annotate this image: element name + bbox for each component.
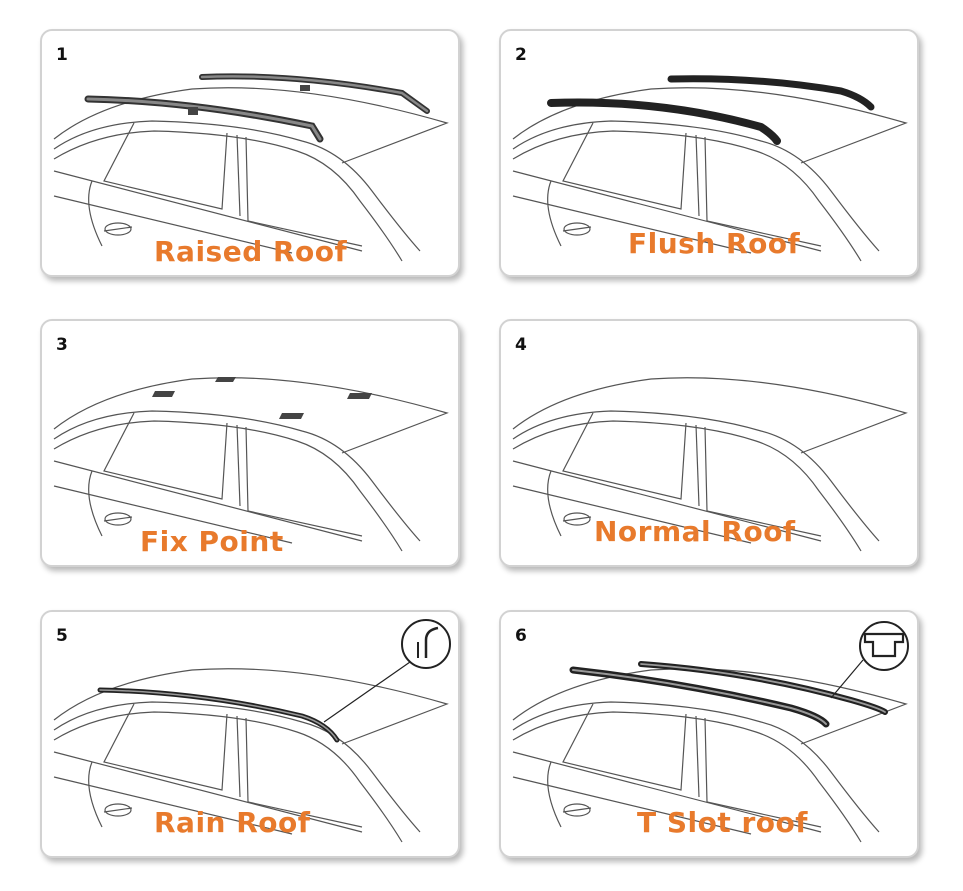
- rain-profile-icon: [401, 619, 451, 669]
- panel-label: Rain Roof: [154, 806, 311, 839]
- flush-roof-rail-illustration: [512, 75, 907, 262]
- panel-number: 3: [56, 335, 68, 355]
- t-slot-profile-icon: [859, 621, 909, 671]
- panel-label: Raised Roof: [154, 235, 348, 268]
- rain-gutter-roof-illustration: [53, 619, 451, 843]
- panel-t-slot-roof: 6 T Slot roof: [499, 610, 919, 858]
- panel-fix-point: 3 Fix Point: [40, 319, 460, 567]
- panel-number: 4: [515, 335, 527, 355]
- panel-number: 1: [56, 45, 68, 65]
- panel-label: Fix Point: [140, 525, 284, 558]
- panel-number: 5: [56, 626, 68, 646]
- panel-number: 6: [515, 626, 527, 646]
- fix-point-roof-illustration: [53, 377, 448, 552]
- panel-normal-roof: 4 Normal Roof: [499, 319, 919, 567]
- panel-flush-roof: 2 Flush Roof: [499, 29, 919, 277]
- panel-rain-roof: 5 Rain Roof: [40, 610, 460, 858]
- t-slot-roof-illustration: [512, 621, 909, 843]
- panel-label: T Slot roof: [637, 806, 808, 839]
- panel-label: Flush Roof: [628, 227, 801, 260]
- panel-label: Normal Roof: [594, 515, 796, 548]
- panel-raised-roof: 1 Raised Roof: [40, 29, 460, 277]
- raised-roof-rail-illustration: [53, 73, 448, 262]
- panel-number: 2: [515, 45, 527, 65]
